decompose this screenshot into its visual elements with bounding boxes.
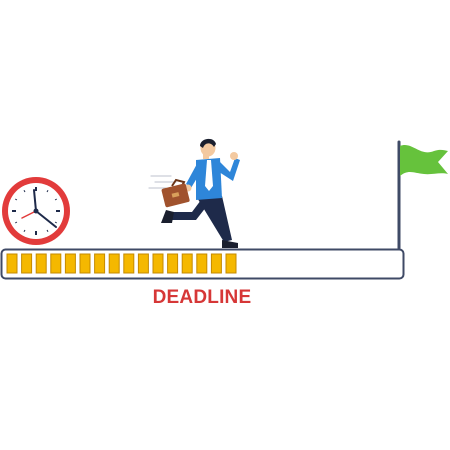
progress-segment <box>181 253 193 274</box>
progress-segment <box>123 253 135 274</box>
clock-tick <box>14 221 18 224</box>
progress-segment <box>35 253 47 274</box>
progress-segment <box>108 253 120 274</box>
progress-fill <box>6 253 237 274</box>
clock-tick <box>54 198 58 201</box>
clock-tick <box>54 221 58 224</box>
clock-minute-hand <box>33 189 37 212</box>
clock-icon <box>2 177 70 245</box>
progress-segment <box>50 253 62 274</box>
clock-tick <box>23 229 26 233</box>
progress-bar <box>0 248 405 280</box>
running-businessman-icon <box>148 138 240 248</box>
clock-ticks <box>12 187 60 235</box>
progress-segment <box>64 253 76 274</box>
motion-lines <box>148 175 177 189</box>
flag-icon <box>397 140 448 250</box>
progress-segment <box>6 253 18 274</box>
progress-segment <box>167 253 179 274</box>
progress-segment <box>152 253 164 274</box>
clock-tick <box>46 189 49 193</box>
progress-segment <box>79 253 91 274</box>
progress-segment <box>196 253 208 274</box>
progress-segment <box>21 253 33 274</box>
progress-segment <box>137 253 149 274</box>
clock-hour-hand <box>35 210 57 228</box>
deadline-label: DEADLINE <box>152 287 252 308</box>
progress-segment <box>210 253 222 274</box>
clock-tick <box>23 189 26 193</box>
progress-segment <box>225 253 237 274</box>
clock-tick <box>46 229 49 233</box>
progress-segment <box>94 253 106 274</box>
clock-tick <box>14 198 18 201</box>
briefcase-icon <box>161 178 190 208</box>
clock-second-hand <box>21 210 37 219</box>
